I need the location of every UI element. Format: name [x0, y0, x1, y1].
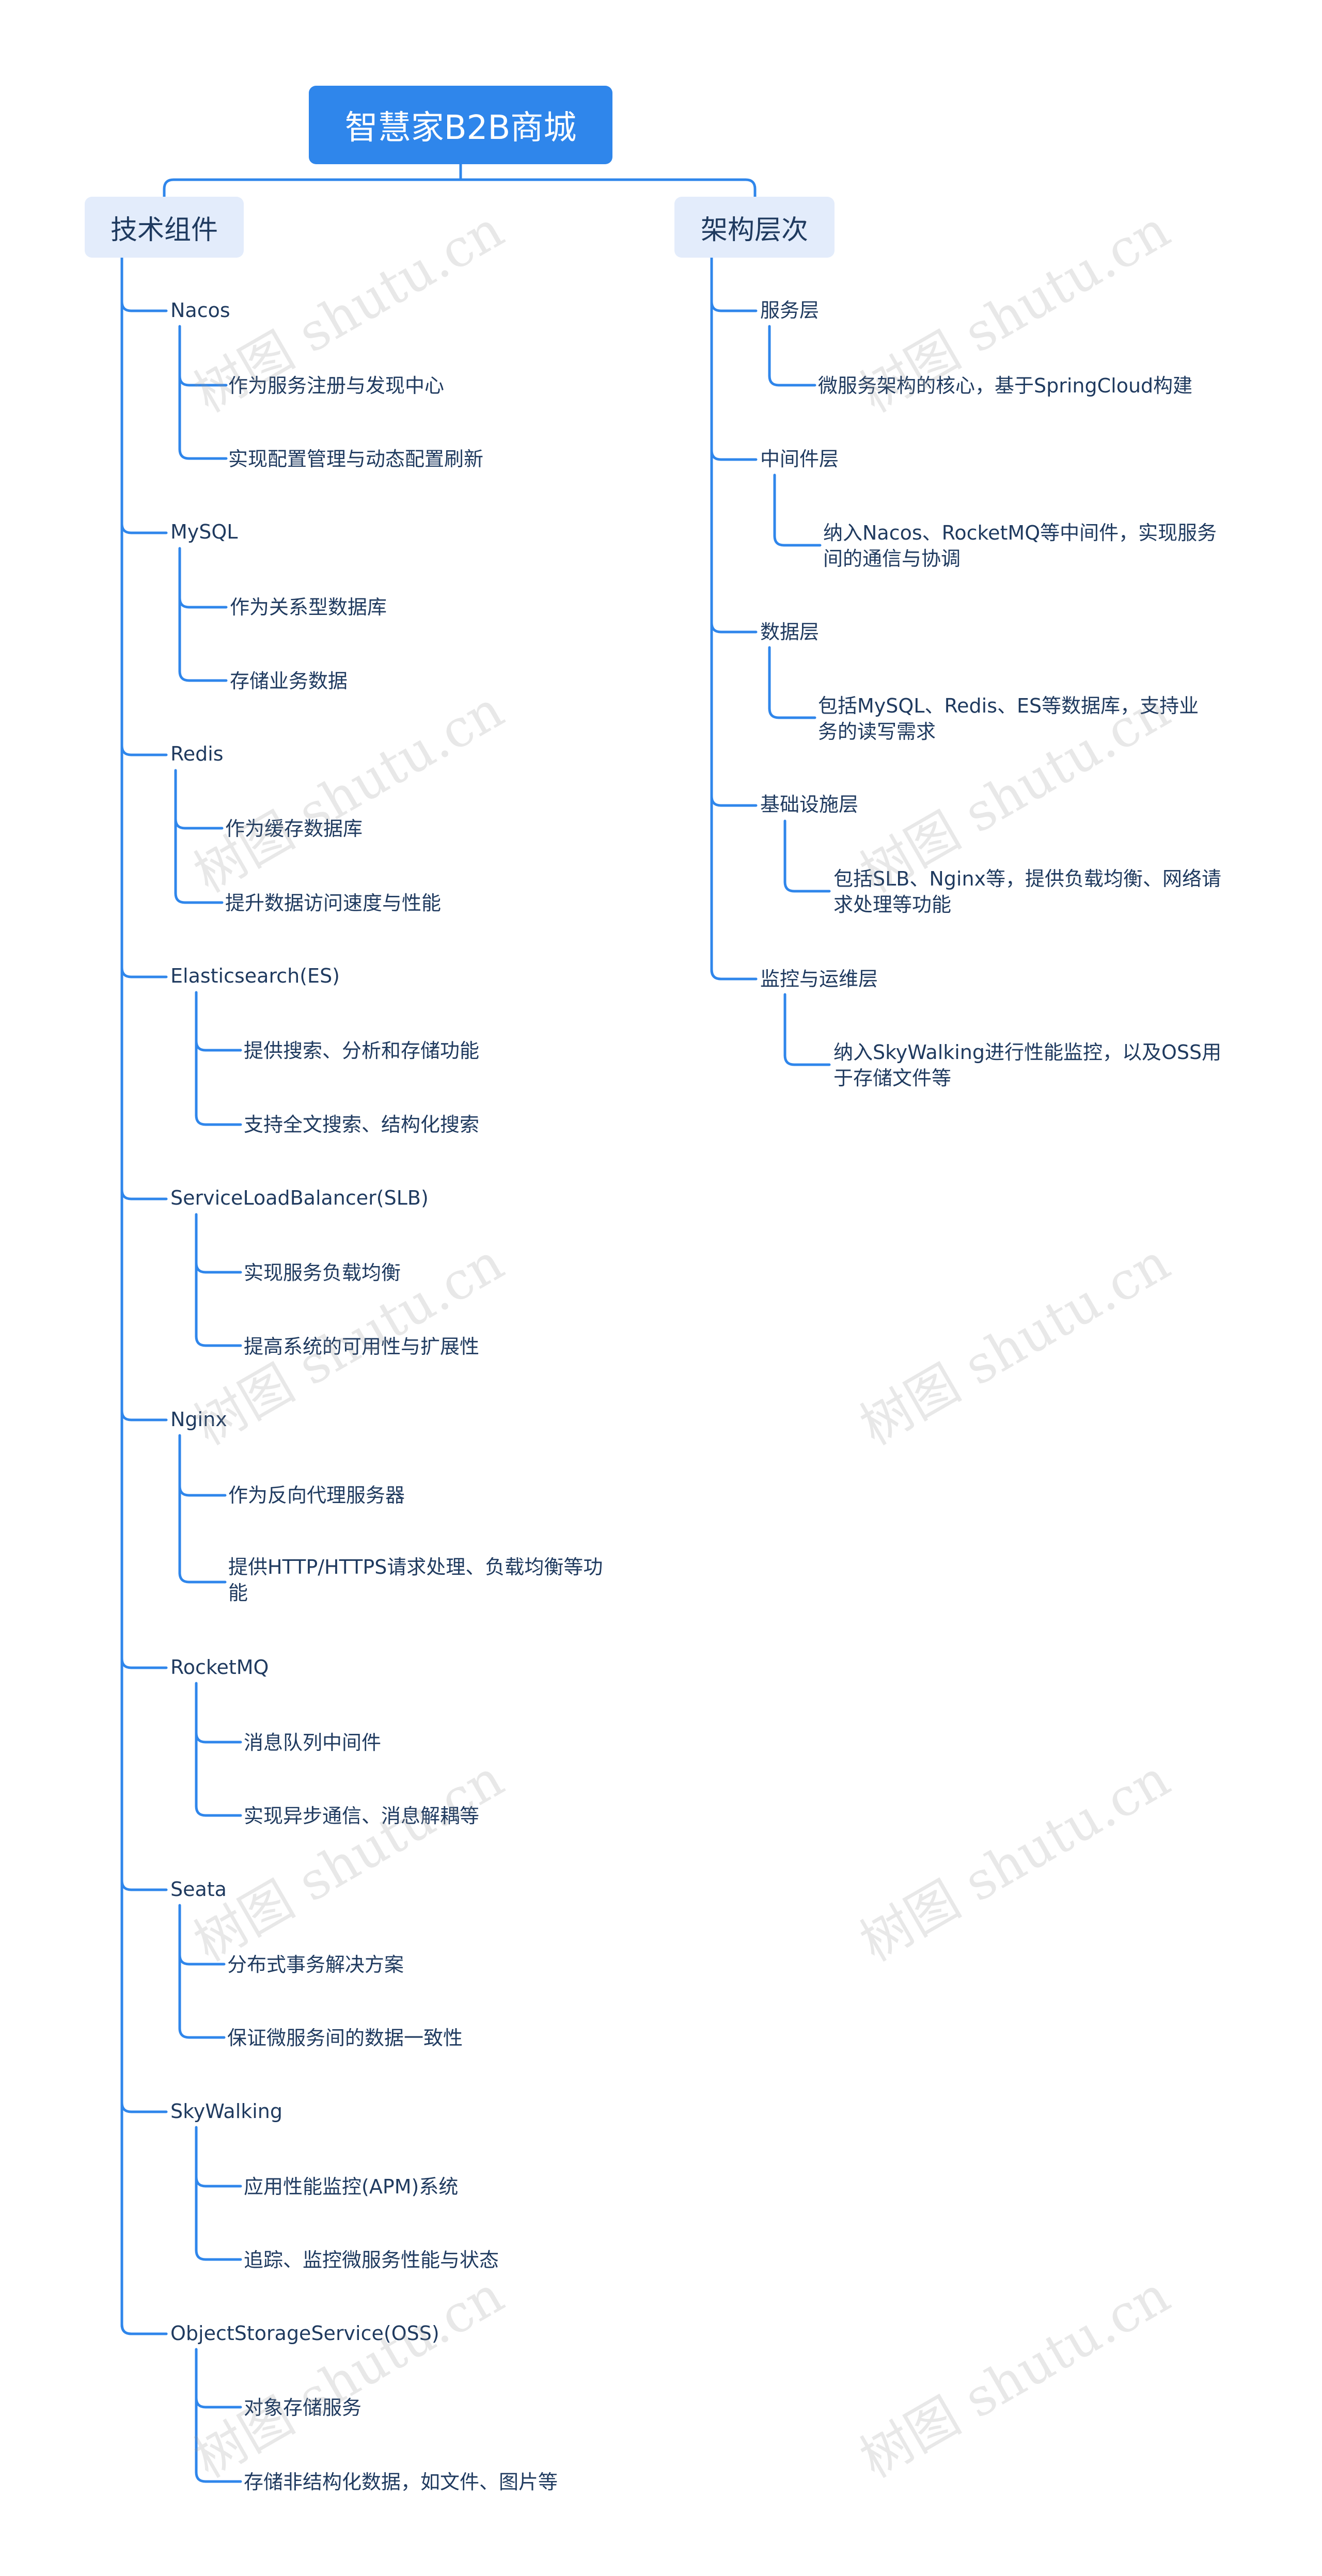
node-redis[interactable]: Redis: [170, 742, 224, 765]
leaf[interactable]: 追踪、监控微服务性能与状态: [244, 2249, 499, 2271]
connector-line: [710, 795, 758, 807]
node-middleware-layer[interactable]: 中间件层: [760, 448, 839, 470]
connector-line: [768, 707, 816, 719]
leaf[interactable]: 提高系统的可用性与扩展性: [244, 1335, 480, 1358]
connector-line: [120, 2101, 168, 2113]
connector-line: [178, 1953, 226, 1966]
connector-line: [120, 1188, 168, 1200]
connector-line: [710, 621, 758, 634]
connector-line: [178, 2027, 226, 2039]
node-slb[interactable]: ServiceLoadBalancer(SLB): [170, 1187, 429, 1209]
leaf[interactable]: 对象存储服务: [244, 2396, 362, 2419]
node-monitoring-ops-layer[interactable]: 监控与运维层: [760, 968, 878, 990]
leaf[interactable]: 提升数据访问速度与性能: [225, 892, 442, 914]
connector-line: [174, 817, 224, 830]
leaf[interactable]: 作为关系型数据库: [230, 596, 387, 619]
root-topic[interactable]: 智慧家B2B商城: [309, 86, 612, 164]
connector-line: [178, 448, 228, 460]
leaf[interactable]: 支持全文搜索、结构化搜索: [244, 1113, 480, 1136]
node-oss[interactable]: ObjectStorageService(OSS): [170, 2322, 439, 2345]
connector-line: [120, 256, 168, 2335]
leaf[interactable]: 保证微服务间的数据一致性: [227, 2027, 463, 2049]
connector-line: [178, 1484, 227, 1497]
connector-line: [195, 1335, 242, 1347]
connector-line: [120, 2323, 168, 2335]
connector-line: [195, 1805, 242, 1817]
connector-line: [195, 2249, 242, 2261]
connector-line: [120, 1879, 168, 1891]
connector-line: [178, 596, 228, 609]
leaf[interactable]: 作为服务注册与发现中心: [228, 374, 445, 397]
connector-line: [195, 1039, 242, 1052]
leaf[interactable]: 实现异步通信、消息解耦等: [244, 1805, 480, 1827]
connector-line: [120, 522, 168, 534]
connector-line: [710, 968, 758, 981]
node-seata[interactable]: Seata: [170, 1878, 227, 1901]
leaf[interactable]: 实现配置管理与动态配置刷新: [228, 448, 484, 470]
leaf[interactable]: 提供搜索、分析和存储功能: [244, 1039, 480, 1062]
connector-line: [195, 2396, 242, 2409]
connector-line: [768, 374, 816, 387]
node-elasticsearch[interactable]: Elasticsearch(ES): [170, 965, 340, 987]
connector-line: [195, 1114, 242, 1126]
branch-architecture-layers[interactable]: 架构层次: [674, 197, 835, 258]
connector-line: [120, 1657, 168, 1669]
connector-line: [195, 2175, 242, 2188]
branch-tech-components[interactable]: 技术组件: [85, 197, 244, 258]
connector-line: [783, 1054, 831, 1066]
leaf[interactable]: 作为缓存数据库: [225, 817, 363, 840]
connector-line: [120, 744, 168, 756]
leaf[interactable]: 提供HTTP/HTTPS请求处理、负载均衡等功能: [228, 1556, 603, 1604]
connector-line: [783, 880, 831, 893]
connector-line: [195, 1731, 242, 1744]
leaf[interactable]: 包括MySQL、Redis、ES等数据库，支持业务的读写需求: [818, 694, 1199, 743]
connector-line: [195, 2471, 242, 2483]
connector-line: [163, 178, 757, 198]
connector-line: [178, 374, 228, 387]
connector-line: [120, 300, 168, 312]
node-infrastructure-layer[interactable]: 基础设施层: [760, 793, 859, 816]
leaf[interactable]: 纳入SkyWalking进行性能监控，以及OSS用于存储文件等: [833, 1041, 1222, 1089]
node-service-layer[interactable]: 服务层: [760, 299, 820, 322]
leaf[interactable]: 作为反向代理服务器: [228, 1484, 405, 1507]
node-rocketmq[interactable]: RocketMQ: [170, 1656, 269, 1679]
connector-line: [710, 300, 758, 312]
node-nacos[interactable]: Nacos: [170, 299, 230, 322]
leaf[interactable]: 存储非结构化数据，如文件、图片等: [244, 2471, 558, 2493]
connector-line: [120, 966, 168, 978]
connector-line: [773, 534, 822, 547]
connector-line: [120, 1409, 168, 1421]
node-nginx[interactable]: Nginx: [170, 1408, 227, 1431]
node-data-layer[interactable]: 数据层: [760, 621, 820, 643]
leaf[interactable]: 包括SLB、Nginx等，提供负载均衡、网络请求处理等功能: [833, 867, 1222, 916]
node-skywalking[interactable]: SkyWalking: [170, 2100, 283, 2123]
node-mysql[interactable]: MySQL: [170, 520, 238, 543]
connector-line: [710, 449, 758, 461]
leaf[interactable]: 纳入Nacos、RocketMQ等中间件，实现服务间的通信与协调: [823, 521, 1217, 570]
connector-line: [174, 892, 224, 904]
connector-line: [710, 256, 758, 981]
connector-line: [195, 1261, 242, 1274]
leaf[interactable]: 分布式事务解决方案: [227, 1953, 404, 1976]
leaf[interactable]: 微服务架构的核心，基于SpringCloud构建: [818, 374, 1193, 397]
leaf[interactable]: 存储业务数据: [230, 670, 348, 692]
connector-line: [178, 670, 228, 682]
leaf[interactable]: 消息队列中间件: [244, 1731, 382, 1754]
leaf[interactable]: 实现服务负载均衡: [244, 1261, 401, 1284]
connector-line: [178, 1571, 227, 1584]
leaf[interactable]: 应用性能监控(APM)系统: [244, 2175, 459, 2198]
